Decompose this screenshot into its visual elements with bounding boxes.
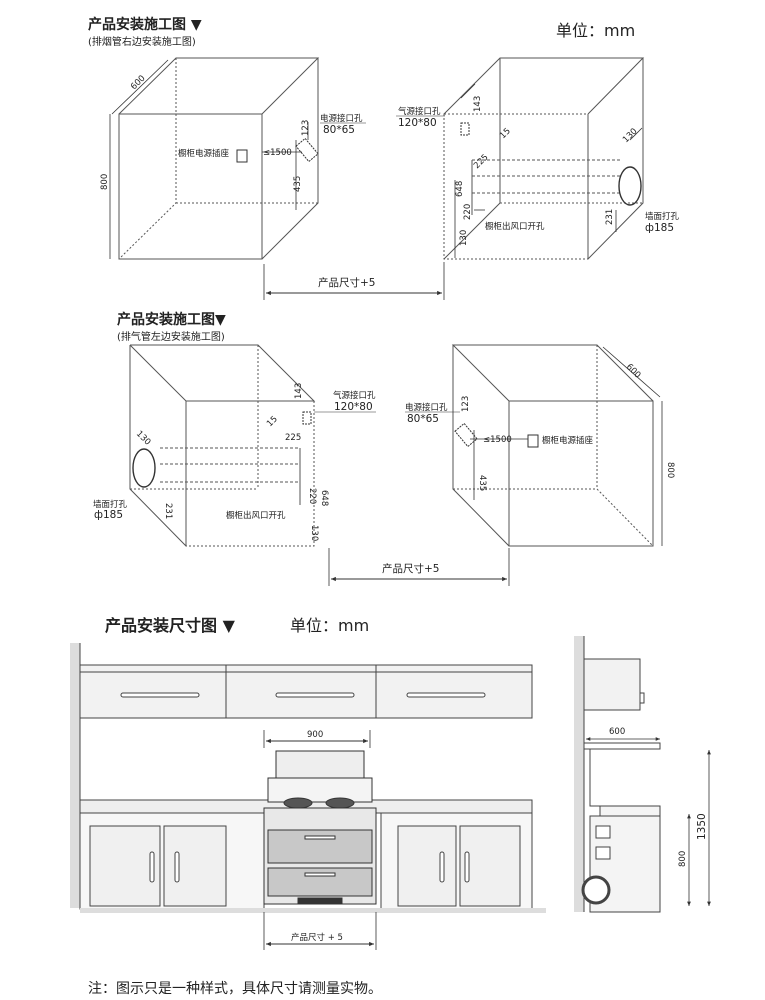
dim-130-2b: 130 — [134, 429, 153, 448]
dim-231-1: 231 — [605, 209, 615, 225]
dim-220-1: 220 — [463, 204, 473, 220]
dim-231-2: 231 — [163, 503, 173, 519]
label-wall-hole-1: 墙面打孔 — [645, 211, 680, 222]
footnote: 注：图示只是一种样式，具体尺寸请测量实物。 — [88, 981, 382, 997]
dim-225-2: 225 — [285, 433, 301, 443]
label-gas-hole-1: 气源接口孔 — [398, 106, 441, 117]
side-view — [574, 636, 661, 913]
dim-123-left: 123 — [301, 120, 311, 136]
dim-648-2: 648 — [319, 490, 329, 506]
dim-435-right: 435 — [477, 475, 487, 491]
dim-800-left: 800 — [100, 174, 110, 190]
dim-product-size-2: 产品尺寸+5 — [382, 562, 439, 575]
section2-subtitle: (排气管左边安装施工图) — [117, 332, 225, 343]
dim-1500-right: ≤1500 — [483, 435, 512, 445]
dim-130-2a: 130 — [309, 525, 319, 541]
section1-subtitle: (排烟管右边安装施工图) — [88, 37, 196, 48]
dim-600-left: 600 — [129, 74, 148, 93]
section3-unit: 单位：mm — [290, 616, 370, 635]
label-vent-1: 橱柜出风口开孔 — [485, 221, 545, 232]
section1-left-box — [118, 57, 320, 260]
kitchen-elevation — [70, 643, 546, 913]
dim-600-side: 600 — [609, 727, 625, 737]
label-gas-hole-2: 气源接口孔 — [333, 390, 376, 401]
power-hole-icon — [295, 137, 319, 163]
dim-648-1: 648 — [455, 181, 465, 197]
label-wall-hole-2: 墙面打孔 — [93, 499, 128, 510]
wall-hole-icon-1 — [618, 166, 642, 206]
label-power-size-2: 80*65 — [407, 413, 439, 425]
dim-130-1b: 130 — [621, 127, 640, 146]
label-wall-size-1: ф185 — [645, 222, 674, 234]
dim-1350-side: 1350 — [696, 813, 708, 840]
socket-icon — [236, 149, 248, 163]
dim-143-1: 143 — [473, 96, 483, 112]
gas-hole-icon-2 — [302, 411, 312, 425]
label-gas-size-1: 120*80 — [398, 117, 437, 129]
label-power-size-1: 80*65 — [323, 124, 355, 136]
dim-225-1: 225 — [472, 153, 491, 172]
label-vent-2: 橱柜出风口开孔 — [226, 510, 286, 521]
dim-15-2: 15 — [265, 414, 280, 429]
label-socket-1: 橱柜电源插座 — [178, 148, 230, 159]
dim-220-2: 220 — [307, 488, 317, 504]
section1-unit: 单位：mm — [556, 21, 636, 40]
dim-product-size-3: 产品尺寸 + 5 — [291, 932, 343, 943]
dim-800-side: 800 — [678, 851, 688, 867]
appliance-front — [263, 750, 377, 905]
dim-1500-left: ≤1500 — [263, 148, 292, 158]
label-power-hole-1: 电源接口孔 — [320, 113, 363, 124]
section1-title: 产品安装施工图 ▼ — [88, 17, 202, 33]
socket-icon-2 — [527, 434, 539, 448]
section1-right-box — [443, 57, 645, 260]
section1-left-box-dims — [109, 59, 309, 259]
label-socket-2: 橱柜电源插座 — [542, 435, 594, 446]
dim-130-1a: 130 — [459, 230, 469, 246]
label-gas-size-2: 120*80 — [334, 401, 373, 413]
section3-title: 产品安装尺寸图 ▼ — [105, 616, 235, 635]
section2-right-box — [451, 344, 654, 547]
wall-hole-icon-2 — [132, 448, 156, 488]
dim-600-right: 600 — [624, 362, 643, 381]
label-power-hole-2: 电源接口孔 — [405, 402, 448, 413]
section2-left-box — [129, 344, 316, 547]
dim-product-size-1: 产品尺寸+5 — [318, 276, 375, 289]
gas-hole-icon-1 — [460, 122, 470, 136]
dim-800-right: 800 — [665, 462, 675, 478]
section2-title: 产品安装施工图▼ — [117, 312, 226, 328]
dim-143-2: 143 — [294, 383, 304, 399]
dim-435-left: 435 — [293, 176, 303, 192]
label-wall-size-2: ф185 — [94, 509, 123, 521]
dim-123-right: 123 — [461, 396, 471, 412]
dim-900: 900 — [307, 730, 323, 740]
